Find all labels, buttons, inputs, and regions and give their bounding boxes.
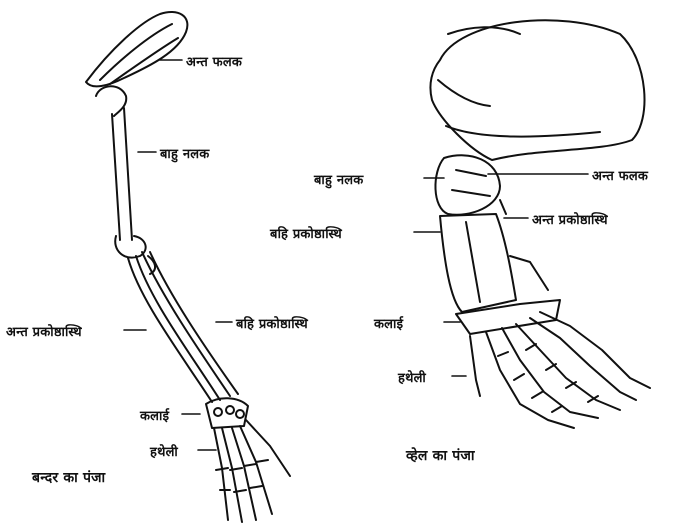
whale-caption: व्हेल का पंजा (406, 446, 475, 465)
monkey-ulna-label: अन्त प्रकोष्ठास्थि (6, 322, 82, 340)
monkey-humerus (96, 86, 146, 257)
monkey-humerus-label: बाहु नलक (160, 144, 209, 162)
monkey-caption: बन्दर का पंजा (32, 468, 105, 487)
monkey-radius-label: बहि प्रकोष्ठास्थि (236, 314, 308, 332)
whale-palm-label: हथेली (398, 368, 426, 386)
monkey-scapula (86, 12, 187, 86)
monkey-palm-label: हथेली (150, 442, 178, 460)
whale-wrist-label: कलाई (374, 314, 403, 332)
whale-radius-label: बहि प्रकोष्ठास्थि (270, 224, 342, 242)
monkey-forearm (128, 252, 238, 402)
whale-digits (456, 300, 650, 428)
whale-scapula-label: अन्त फलक (592, 166, 648, 184)
monkey-wrist-label: कलाई (140, 406, 169, 424)
whale-scapula (430, 20, 644, 160)
whale-ulna-label: अन्त प्रकोष्ठास्थि (532, 210, 608, 228)
whale-humerus (435, 155, 500, 214)
monkey-scapula-label: अन्त फलक (186, 52, 242, 70)
whale-humerus-label: बाहु नलक (314, 170, 363, 188)
monkey-hand (206, 398, 290, 522)
